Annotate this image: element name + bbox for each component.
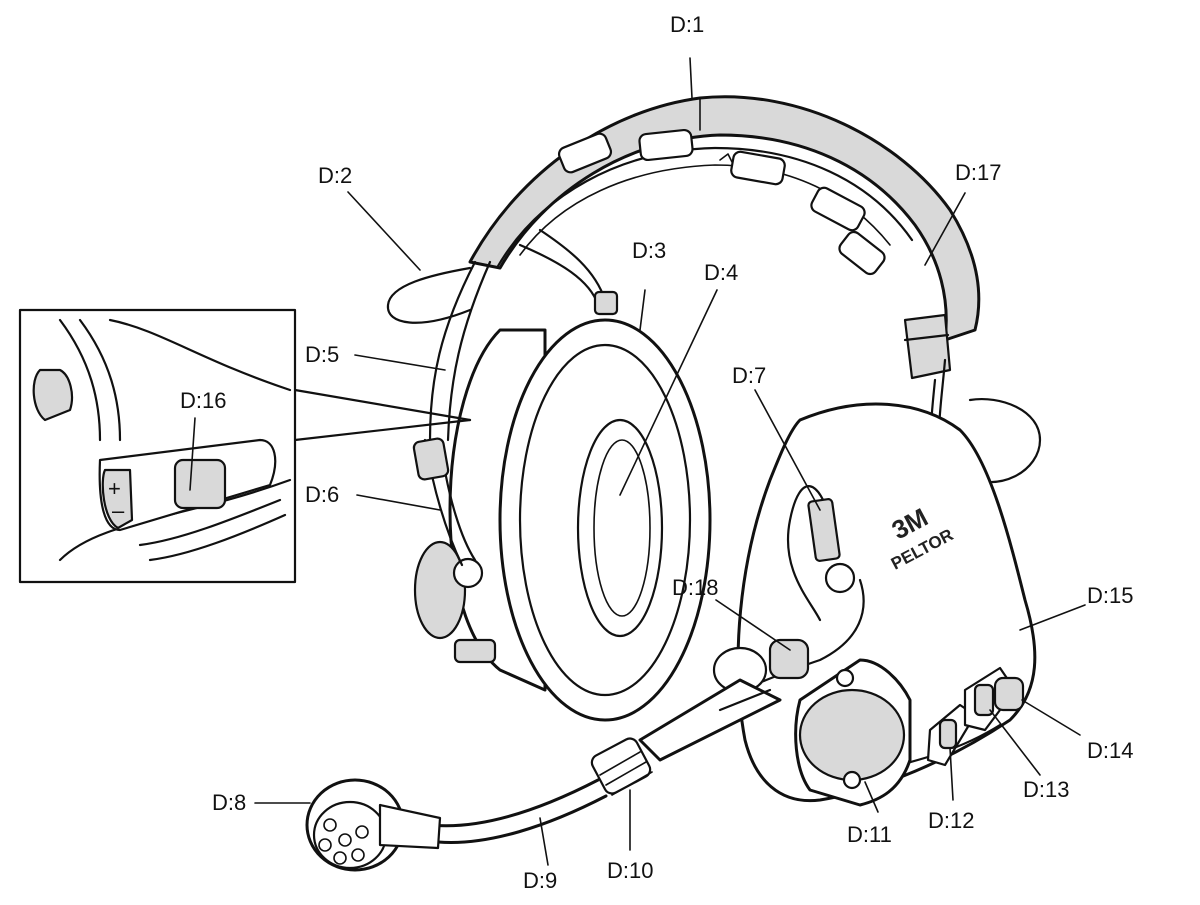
headband-slider	[903, 313, 952, 380]
label-d9: D:9	[523, 868, 557, 893]
label-d10: D:10	[607, 858, 653, 883]
inset-minus-sign: –	[112, 498, 125, 523]
label-d11: D:11	[847, 822, 892, 847]
inset-detail: + –	[18, 308, 472, 584]
callout-labels: D:1 D:2 D:3 D:4 D:5 D:6 D:7 D:8 D:9 D:10…	[180, 12, 1133, 893]
control-buttons	[926, 666, 1025, 767]
label-d13: D:13	[1023, 777, 1069, 802]
label-d7: D:7	[732, 363, 766, 388]
leader-lines	[189, 57, 1086, 866]
label-d6: D:6	[305, 482, 339, 507]
label-d17: D:17	[955, 160, 1001, 185]
label-d2: D:2	[318, 163, 352, 188]
label-d8: D:8	[212, 790, 246, 815]
label-d14: D:14	[1087, 738, 1133, 763]
headband-pad-segments	[557, 128, 886, 276]
label-d4: D:4	[704, 260, 738, 285]
left-earcup	[412, 318, 712, 722]
right-earcup: 3M PELTOR	[736, 402, 1037, 807]
label-d3: D:3	[632, 238, 666, 263]
label-d16: D:16	[180, 388, 226, 413]
label-d18: D:18	[672, 575, 718, 600]
inset-plus-sign: +	[108, 476, 121, 501]
headband	[468, 95, 981, 342]
microphone-assembly	[305, 485, 865, 872]
label-d15: D:15	[1087, 583, 1133, 608]
label-d5: D:5	[305, 342, 339, 367]
label-d12: D:12	[928, 808, 974, 833]
label-d1: D:1	[670, 12, 704, 37]
